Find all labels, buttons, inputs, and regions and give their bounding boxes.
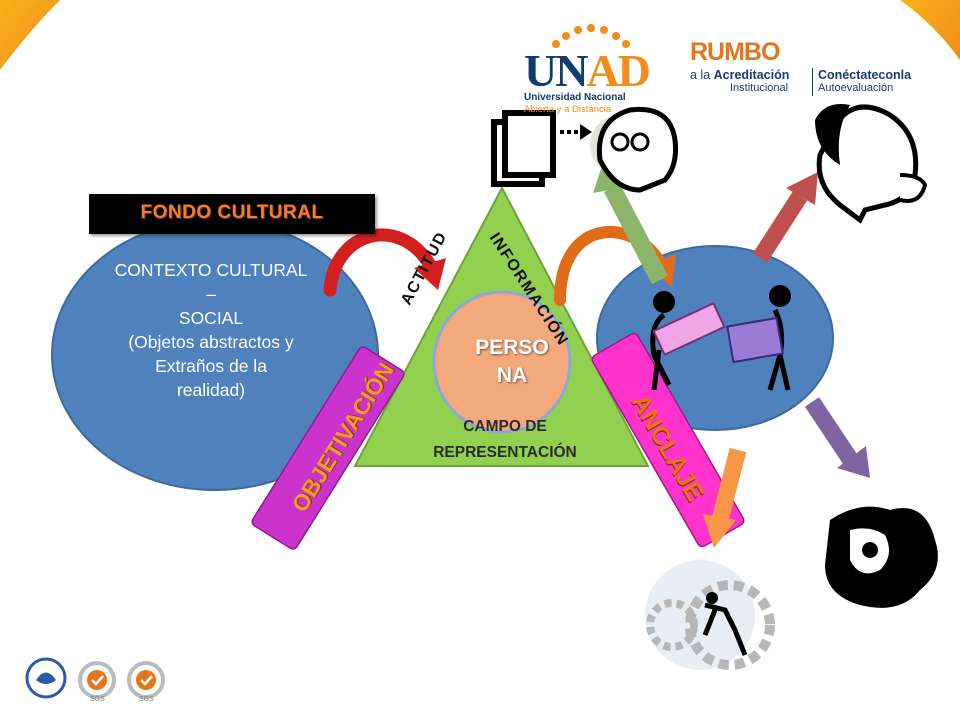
contexto-line: realidad) [176,380,246,400]
persona-line: NA [496,364,528,387]
unad-line1: Universidad Nacional [524,92,626,103]
seal-colombia-icon [25,657,67,699]
contexto-line: SOCIAL [178,308,244,328]
campo-label: CAMPO DE REPRESENTACIÓN [400,414,610,466]
red-arrow-head [414,258,446,290]
unad-word-a: UN [524,45,588,96]
campo-line: REPRESENTACIÓN [433,444,577,461]
rumbo-line1: a la Acreditación [690,68,789,82]
contexto-line: – [206,284,216,304]
rumbo-line1-bold: Acreditación [713,68,790,82]
fondo-cultural-text: FONDO CULTURAL [140,202,324,223]
green-arrow [604,183,668,285]
fondo-cultural-label: FONDO CULTURAL [89,194,375,234]
sgs-label-1: SGS [90,696,105,703]
red-arrow-up-head [786,172,818,205]
gears-clipart-icon [645,560,775,670]
conectate-line2: Autoevaluación [818,82,894,94]
gift-exchange-icon [650,285,791,391]
red-arrow-up [752,191,808,263]
unad-dots-icon [552,24,630,48]
unad-word-b: AD [586,45,650,96]
unad-logo: UNAD Universidad Nacional Abierta y a Di… [518,22,651,115]
contexto-line: (Objetos abstractos y [128,332,294,352]
rumbo-line2: Institucional [730,82,789,94]
seal-sgs-2-icon [127,661,165,699]
rumbo-wordmark: RUMBO [690,38,780,66]
campo-line: CAMPO DE [463,418,547,435]
corner-swoosh-top-left [0,0,60,70]
seal-sgs-1-icon [78,661,116,699]
man-head-icon [815,104,928,224]
purple-arrow-down-head [837,446,870,478]
conectate-line1: Conéctateconla [818,68,912,82]
persona-circle [432,290,572,434]
sgs-label-2: SGS [139,696,154,703]
rumbo-logo: RUMBO a la Acreditación Institucional Co… [690,38,930,98]
rumbo-separator [812,68,813,96]
contexto-line: Extraños de la [155,356,267,376]
persona-line: PERSO [475,336,549,359]
purple-arrow-down [804,397,860,467]
busy-businessman-icon [825,506,938,608]
corner-swoosh-top-right [900,0,960,60]
orange-arrow-down-head [703,514,736,548]
objetivacion-band [251,346,405,550]
red-curved-arrow [323,228,437,297]
documents-clipart-icon [491,110,592,187]
contexto-text: CONTEXTO CULTURAL – SOCIAL (Objetos abst… [100,258,322,402]
thinking-head-icon [590,106,678,193]
orange-arrow-down [711,447,747,523]
contexto-line: CONTEXTO CULTURAL [114,260,308,280]
unad-line2: Abierta y a Distancia [524,104,612,115]
unad-wordmark: UNAD [524,44,651,97]
persona-label: PERSO NA [462,334,562,390]
rumbo-line1-prefix: a la [690,68,711,82]
